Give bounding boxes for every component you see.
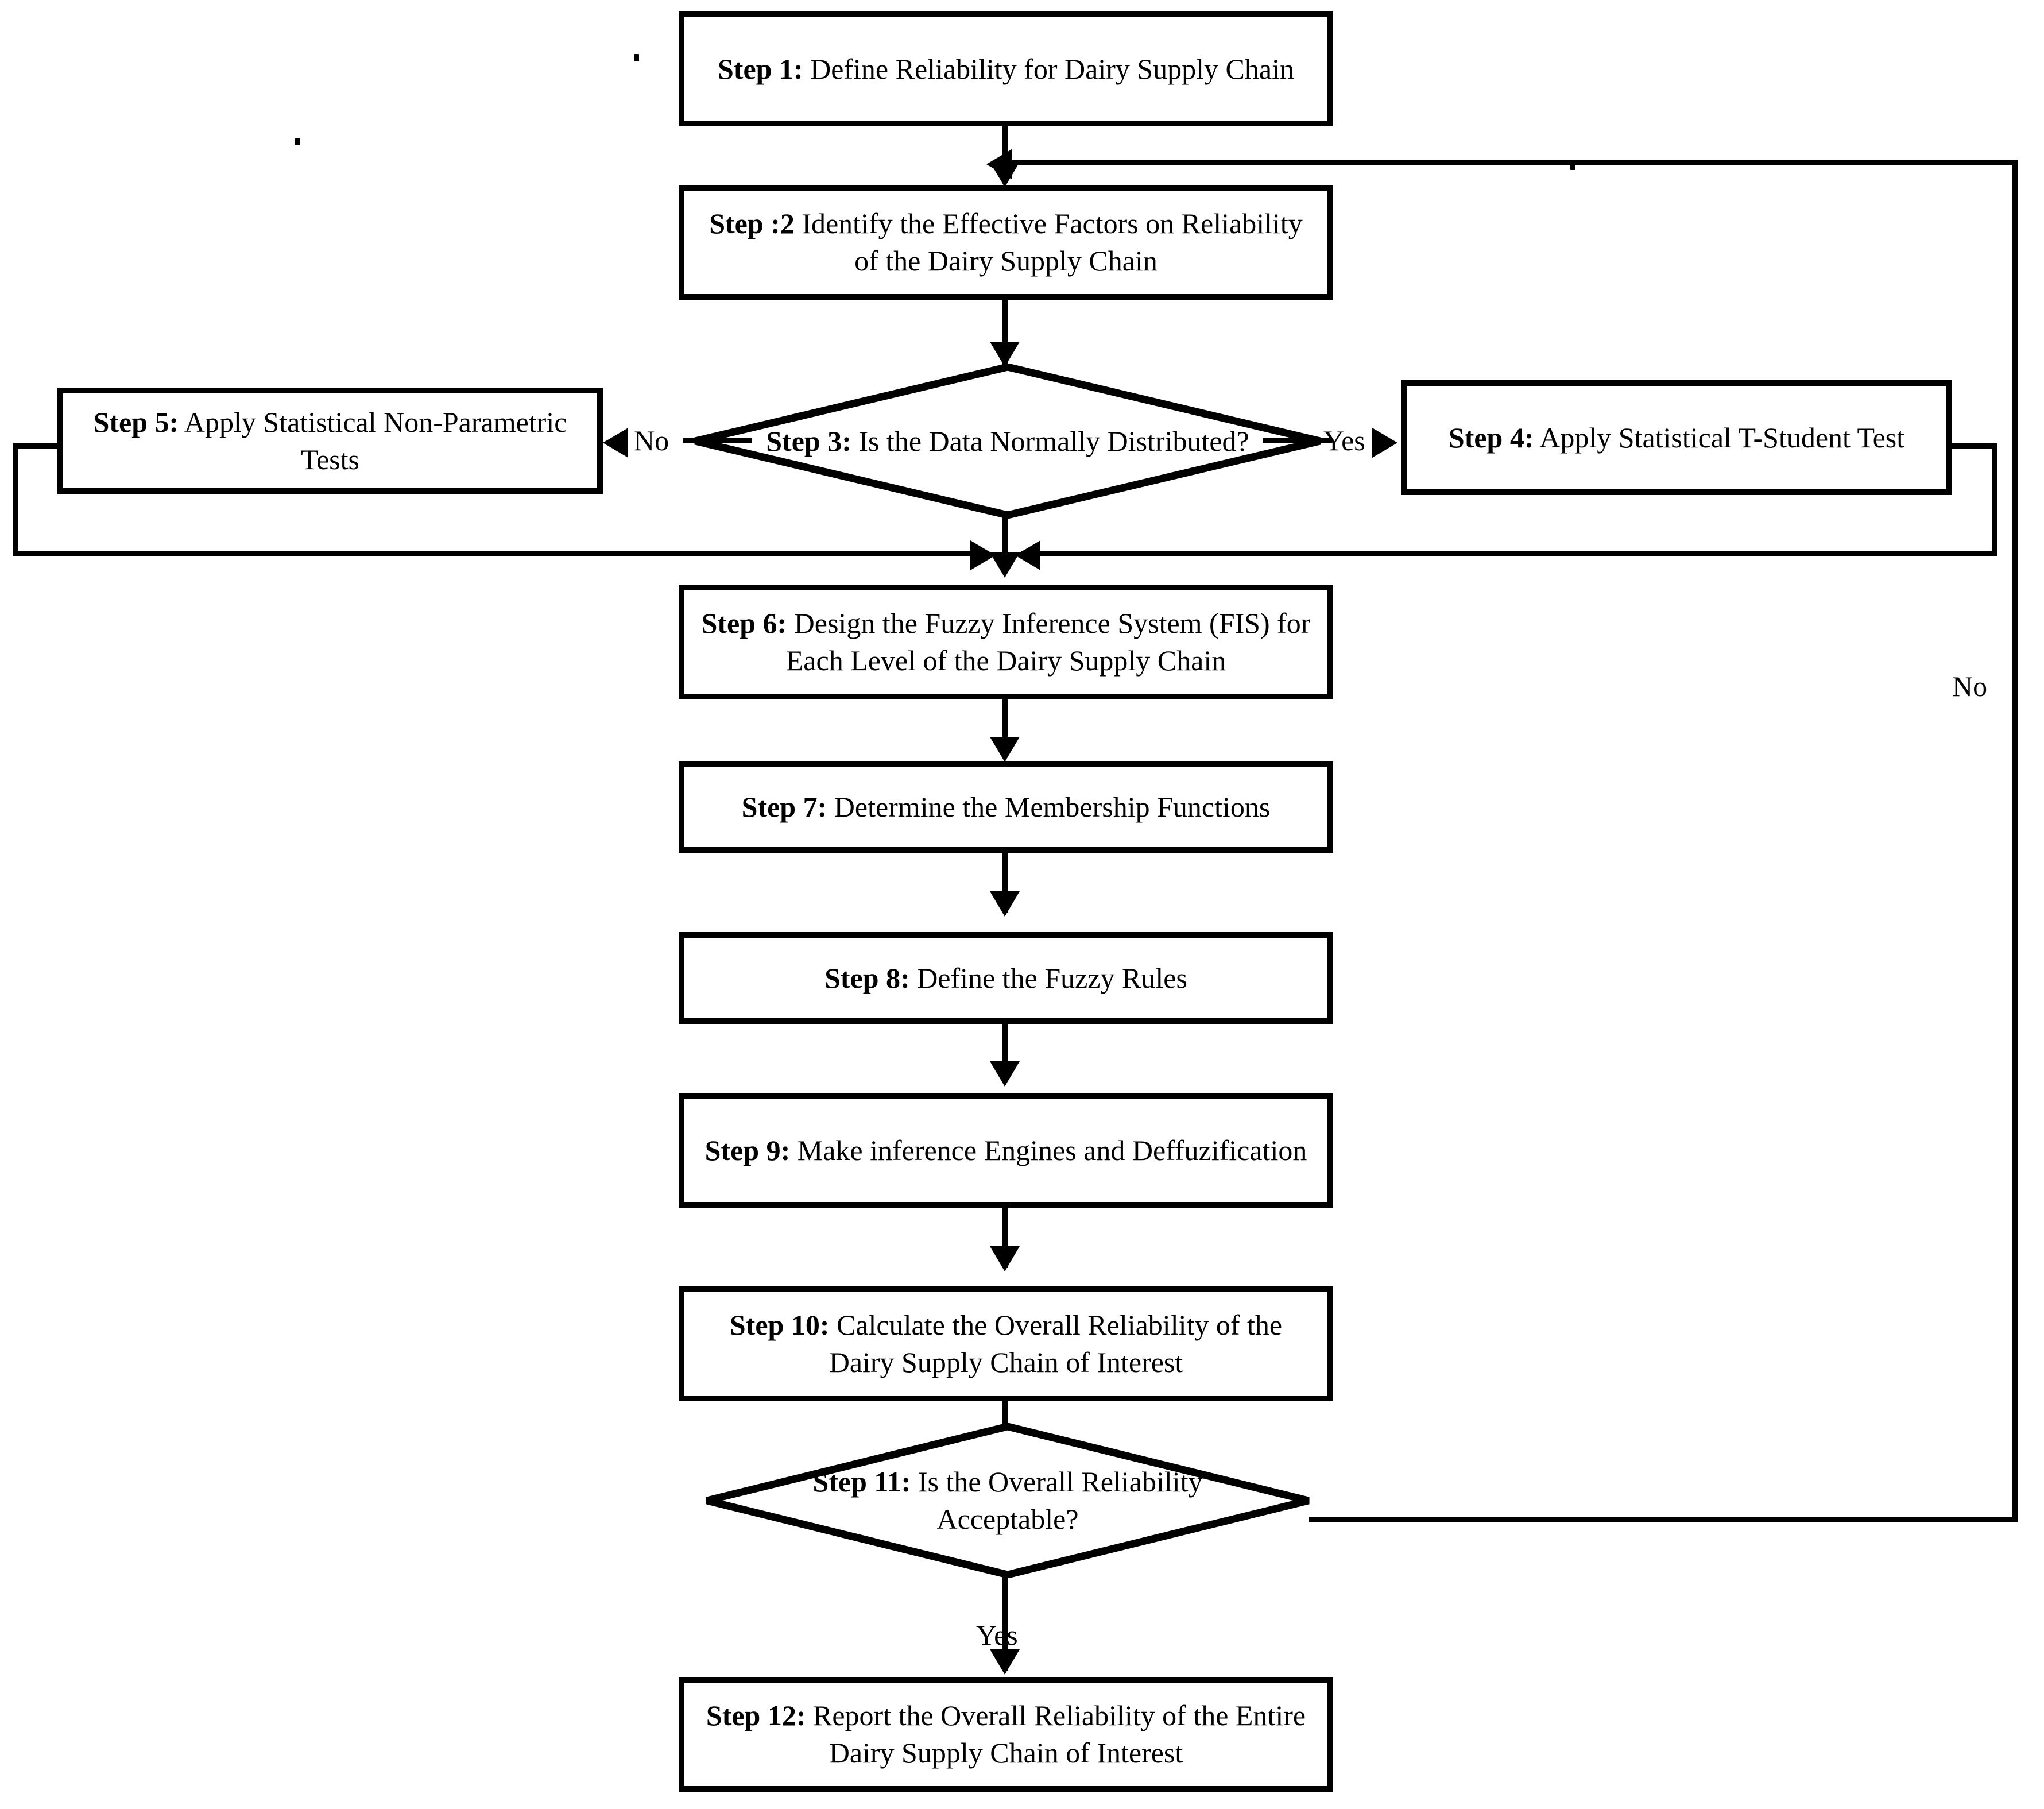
node-step-7-prefix: Step 7: <box>741 790 827 823</box>
node-step-2-label: Step :2 Identify the Effective Factors o… <box>695 205 1317 280</box>
node-step-8-prefix: Step 8: <box>824 961 910 994</box>
edge-step3-to-step5-line <box>683 438 752 443</box>
decision-diamond-shape <box>706 1423 1310 1578</box>
node-step-7-label: Step 7: Determine the Membership Functio… <box>695 788 1317 826</box>
node-step-4-prefix: Step 4: <box>1448 421 1534 454</box>
node-step-6-label: Step 6: Design the Fuzzy Inference Syste… <box>695 605 1317 679</box>
node-step-4-text: Apply Statistical T-Student Test <box>1534 421 1905 454</box>
edge-step8-to-step9-line <box>1002 1024 1008 1081</box>
node-step-11-label: Step 11: Is the Overall Reliability Acce… <box>703 1423 1312 1578</box>
node-step-12-text: Report the Overall Reliability of the En… <box>806 1699 1306 1769</box>
node-step-11[interactable]: Step 11: Is the Overall Reliability Acce… <box>703 1423 1312 1578</box>
edge-label-step3-no: No <box>634 424 669 457</box>
node-step-1-label: Step 1: Define Reliability for Dairy Sup… <box>695 51 1317 88</box>
node-step-5-label: Step 5: Apply Statistical Non-Parametric… <box>73 404 587 478</box>
edge-step3-to-step4-line <box>1263 438 1332 443</box>
edge-step11-to-step12-line <box>1002 1574 1008 1671</box>
node-step-12-prefix: Step 12: <box>706 1699 806 1731</box>
edge-step3-to-merge-line <box>1002 511 1008 556</box>
edge-step7-to-step8-line <box>1002 853 1008 913</box>
edge-step11-no-horizontal-top <box>1011 160 2018 165</box>
node-step-2-text: Identify the Effective Factors on Reliab… <box>794 207 1303 277</box>
node-step-8[interactable]: Step 8: Define the Fuzzy Rules <box>679 932 1333 1024</box>
node-step-9-text: Make inference Engines and Deffuzificati… <box>790 1134 1307 1166</box>
edge-step3-to-step4-arrowhead <box>1372 428 1397 458</box>
node-step-7-text: Determine the Membership Functions <box>827 790 1271 823</box>
node-step-2[interactable]: Step :2 Identify the Effective Factors o… <box>679 185 1333 300</box>
edge-step6-to-step7-line <box>1002 699 1008 757</box>
edge-step5-loop-vertical-segment <box>13 443 18 556</box>
ink-dot-artifact <box>295 138 300 145</box>
node-step-5-prefix: Step 5: <box>93 405 179 438</box>
node-step-9[interactable]: Step 9: Make inference Engines and Deffu… <box>679 1093 1333 1208</box>
node-step-3[interactable]: Step 3: Is the Data Normally Distributed… <box>692 364 1323 519</box>
edge-step8-to-step9-arrowhead <box>990 1061 1020 1087</box>
node-step-1[interactable]: Step 1: Define Reliability for Dairy Sup… <box>679 11 1333 126</box>
node-step-6-prefix: Step 6: <box>701 607 787 639</box>
edge-step2-to-step3-line <box>1002 300 1008 366</box>
node-step-8-label: Step 8: Define the Fuzzy Rules <box>695 960 1317 997</box>
node-step-12-label: Step 12: Report the Overall Reliability … <box>695 1697 1317 1772</box>
node-step-9-label: Step 9: Make inference Engines and Deffu… <box>695 1132 1317 1169</box>
node-step-7[interactable]: Step 7: Determine the Membership Functio… <box>679 761 1333 853</box>
edge-label-step11-no: No <box>1952 670 1988 702</box>
edge-step3-to-step5-arrowhead <box>603 428 628 458</box>
node-step-10[interactable]: Step 10: Calculate the Overall Reliabili… <box>679 1286 1333 1401</box>
node-step-10-prefix: Step 10: <box>729 1309 830 1341</box>
node-step-2-prefix: Step :2 <box>709 207 795 239</box>
edge-step11-to-step12-arrowhead <box>990 1649 1020 1675</box>
node-step-5-text: Apply Statistical Non-Parametric Tests <box>179 405 567 476</box>
node-step-3-text: Is the Data Normally Distributed? <box>851 424 1249 457</box>
node-step-10-text: Calculate the Overall Reliability of the… <box>829 1309 1283 1378</box>
node-step-3-prefix: Step 3: <box>766 424 851 457</box>
node-step-9-prefix: Step 9: <box>704 1134 791 1166</box>
edge-step4-loop-top-segment <box>1946 443 1997 449</box>
node-step-6[interactable]: Step 6: Design the Fuzzy Inference Syste… <box>679 585 1333 699</box>
node-step-8-text: Define the Fuzzy Rules <box>909 961 1187 994</box>
edge-step9-to-step10-arrowhead <box>990 1246 1020 1271</box>
ink-dot-artifact <box>1570 163 1575 170</box>
node-step-12[interactable]: Step 12: Report the Overall Reliability … <box>679 1677 1333 1792</box>
edge-step4-loop-vertical-segment <box>1992 443 1997 556</box>
edge-label-step11-yes: Yes <box>976 1619 1018 1651</box>
edge-step7-to-step8-arrowhead <box>990 891 1020 917</box>
edge-merge-to-step6-arrowhead <box>990 552 1020 578</box>
node-step-4[interactable]: Step 4: Apply Statistical T-Student Test <box>1401 380 1952 495</box>
ink-dot-artifact <box>634 54 639 61</box>
node-step-1-prefix: Step 1: <box>717 52 803 85</box>
edge-step11-no-horizontal-bottom <box>1309 1517 2018 1522</box>
edge-step2-to-step3-arrowhead <box>990 342 1020 367</box>
edge-step5-loop-top-segment <box>13 443 63 449</box>
node-step-1-text: Define Reliability for Dairy Supply Chai… <box>803 52 1294 85</box>
edge-step5-loop-bottom-segment <box>13 551 989 556</box>
edge-step11-no-vertical-right <box>2012 160 2018 1522</box>
node-step-11-prefix: Step 11: <box>812 1466 911 1498</box>
node-step-3-label: Step 3: Is the Data Normally Distributed… <box>692 364 1323 519</box>
decision-diamond-shape <box>694 364 1321 519</box>
edge-step6-to-step7-arrowhead <box>990 737 1020 762</box>
node-step-4-label: Step 4: Apply Statistical T-Student Test <box>1417 419 1936 457</box>
edge-label-step3-yes: Yes <box>1323 424 1365 457</box>
node-step-11-text: Is the Overall Reliability Acceptable? <box>911 1466 1203 1535</box>
node-step-6-text: Design the Fuzzy Inference System (FIS) … <box>785 607 1311 677</box>
edge-step4-loop-bottom-segment <box>1021 551 1997 556</box>
edge-step9-to-step10-line <box>1002 1208 1008 1268</box>
node-step-5[interactable]: Step 5: Apply Statistical Non-Parametric… <box>57 388 603 494</box>
edge-step11-no-arrowhead <box>986 149 1012 179</box>
node-step-10-label: Step 10: Calculate the Overall Reliabili… <box>695 1306 1317 1381</box>
